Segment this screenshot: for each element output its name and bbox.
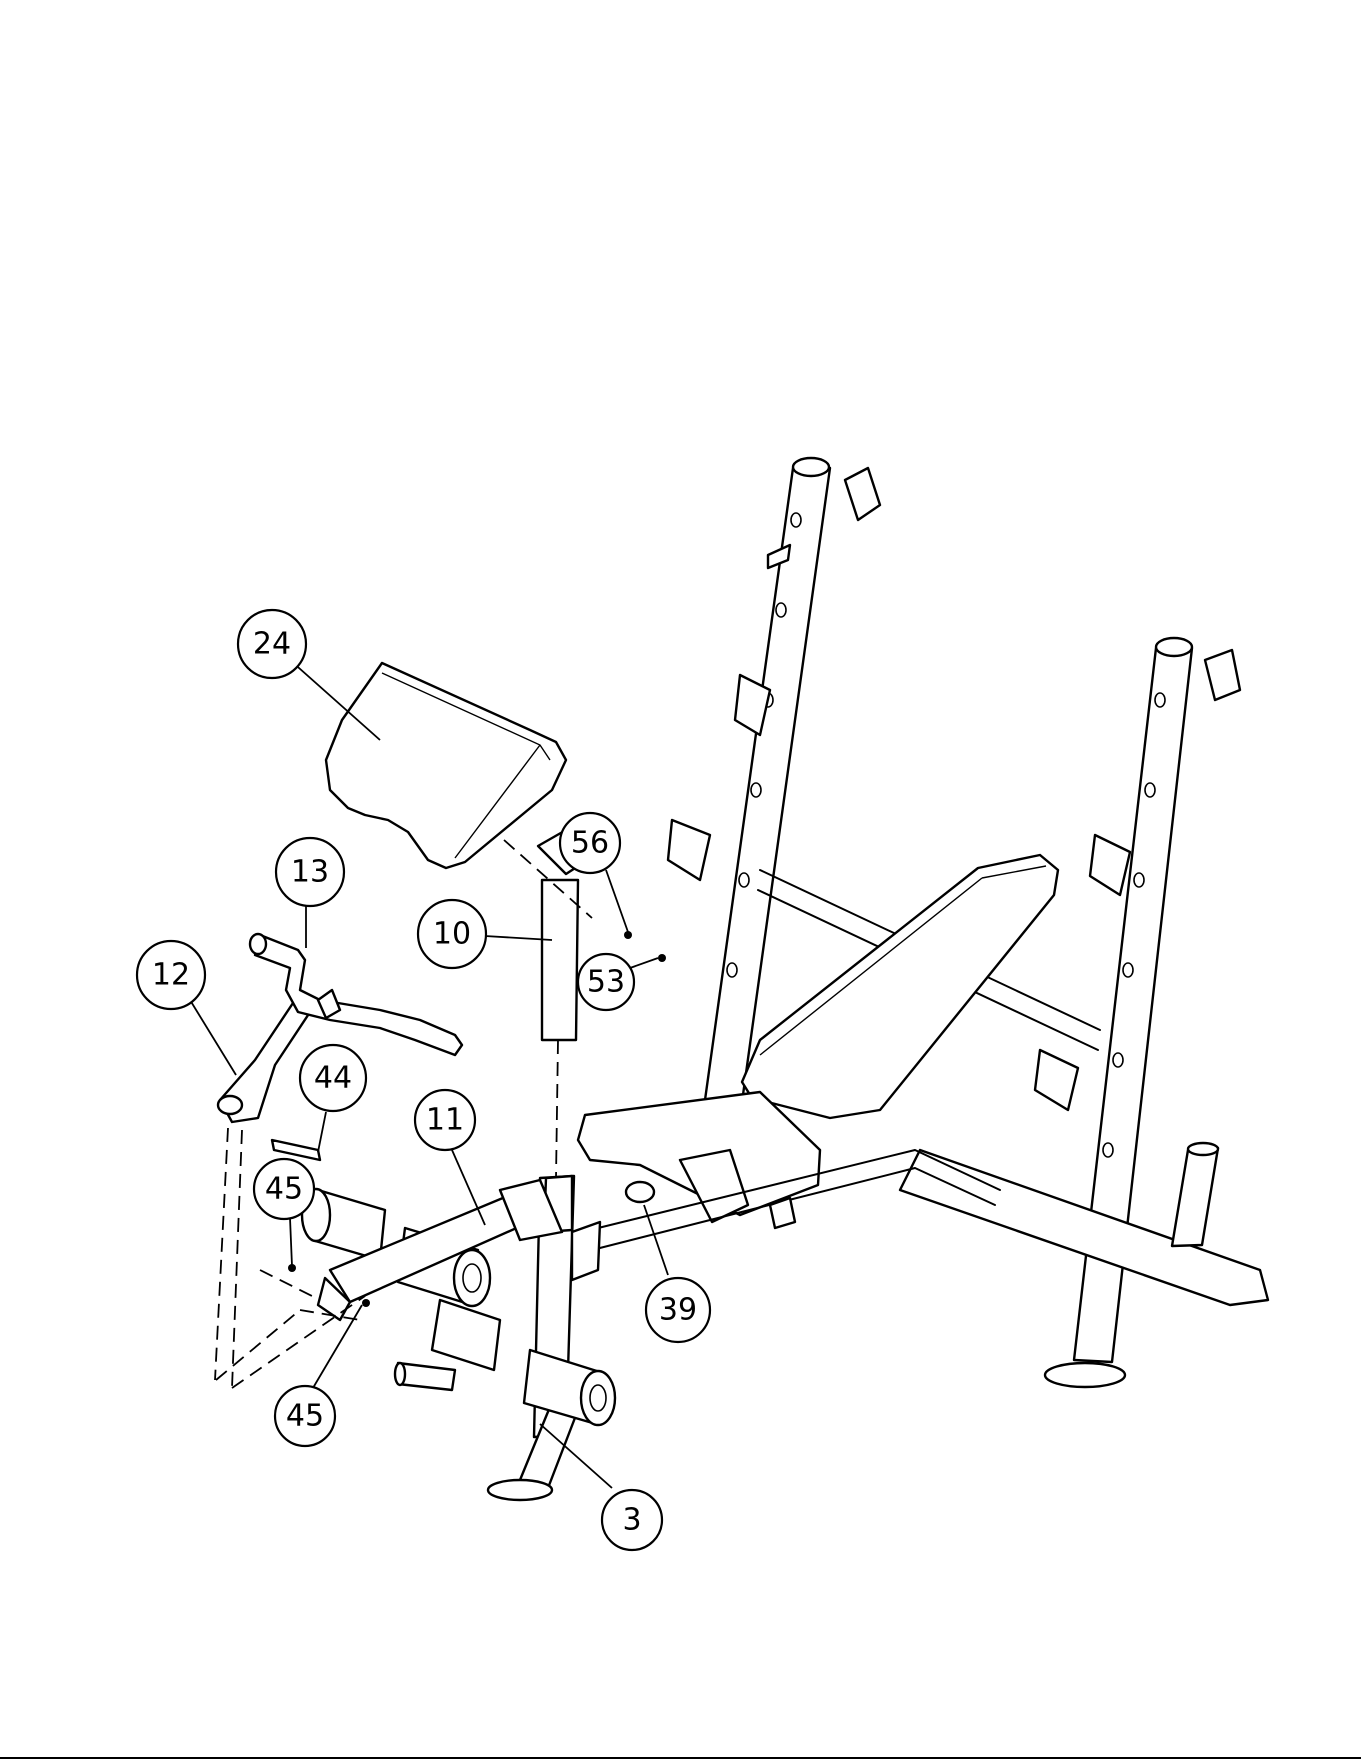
- back-rest-pad: [742, 855, 1058, 1118]
- callout-45-upper: 45: [254, 1159, 314, 1219]
- preacher-post: [542, 880, 578, 1040]
- callout-3-label: 3: [622, 1503, 641, 1538]
- callout-11-label: 11: [426, 1103, 464, 1138]
- callout-24: 24: [238, 610, 306, 678]
- weight-storage-post: [1172, 1148, 1218, 1246]
- callout-10-label: 10: [433, 917, 471, 952]
- callout-45-lower: 45: [275, 1386, 335, 1446]
- callout-24-label: 24: [253, 627, 291, 662]
- callout-44-label: 44: [314, 1061, 352, 1096]
- adjust-knob-rail: [770, 1198, 795, 1228]
- callout-44: 44: [300, 1045, 366, 1111]
- callout-53-label: 53: [587, 965, 625, 1000]
- callout-56: 56: [560, 813, 620, 873]
- callout-10: 10: [418, 900, 486, 968]
- seat-adjust-knob: [626, 1182, 654, 1202]
- assembly-guide-lines: [215, 840, 592, 1388]
- callout-53: 53: [578, 954, 634, 1010]
- callout-45-lower-label: 45: [286, 1399, 324, 1434]
- pin-44: [272, 1140, 320, 1160]
- callout-56-label: 56: [571, 826, 609, 861]
- callout-39: 39: [646, 1278, 710, 1342]
- callout-13: 13: [276, 838, 344, 906]
- callout-12-label: 12: [152, 958, 190, 993]
- callout-39-label: 39: [659, 1293, 697, 1328]
- callout-11: 11: [415, 1090, 475, 1150]
- callout-3: 3: [602, 1490, 662, 1550]
- callout-45-upper-label: 45: [265, 1172, 303, 1207]
- callout-13-label: 13: [291, 855, 329, 890]
- preacher-curl-pad: [326, 663, 566, 868]
- callout-12: 12: [137, 941, 205, 1009]
